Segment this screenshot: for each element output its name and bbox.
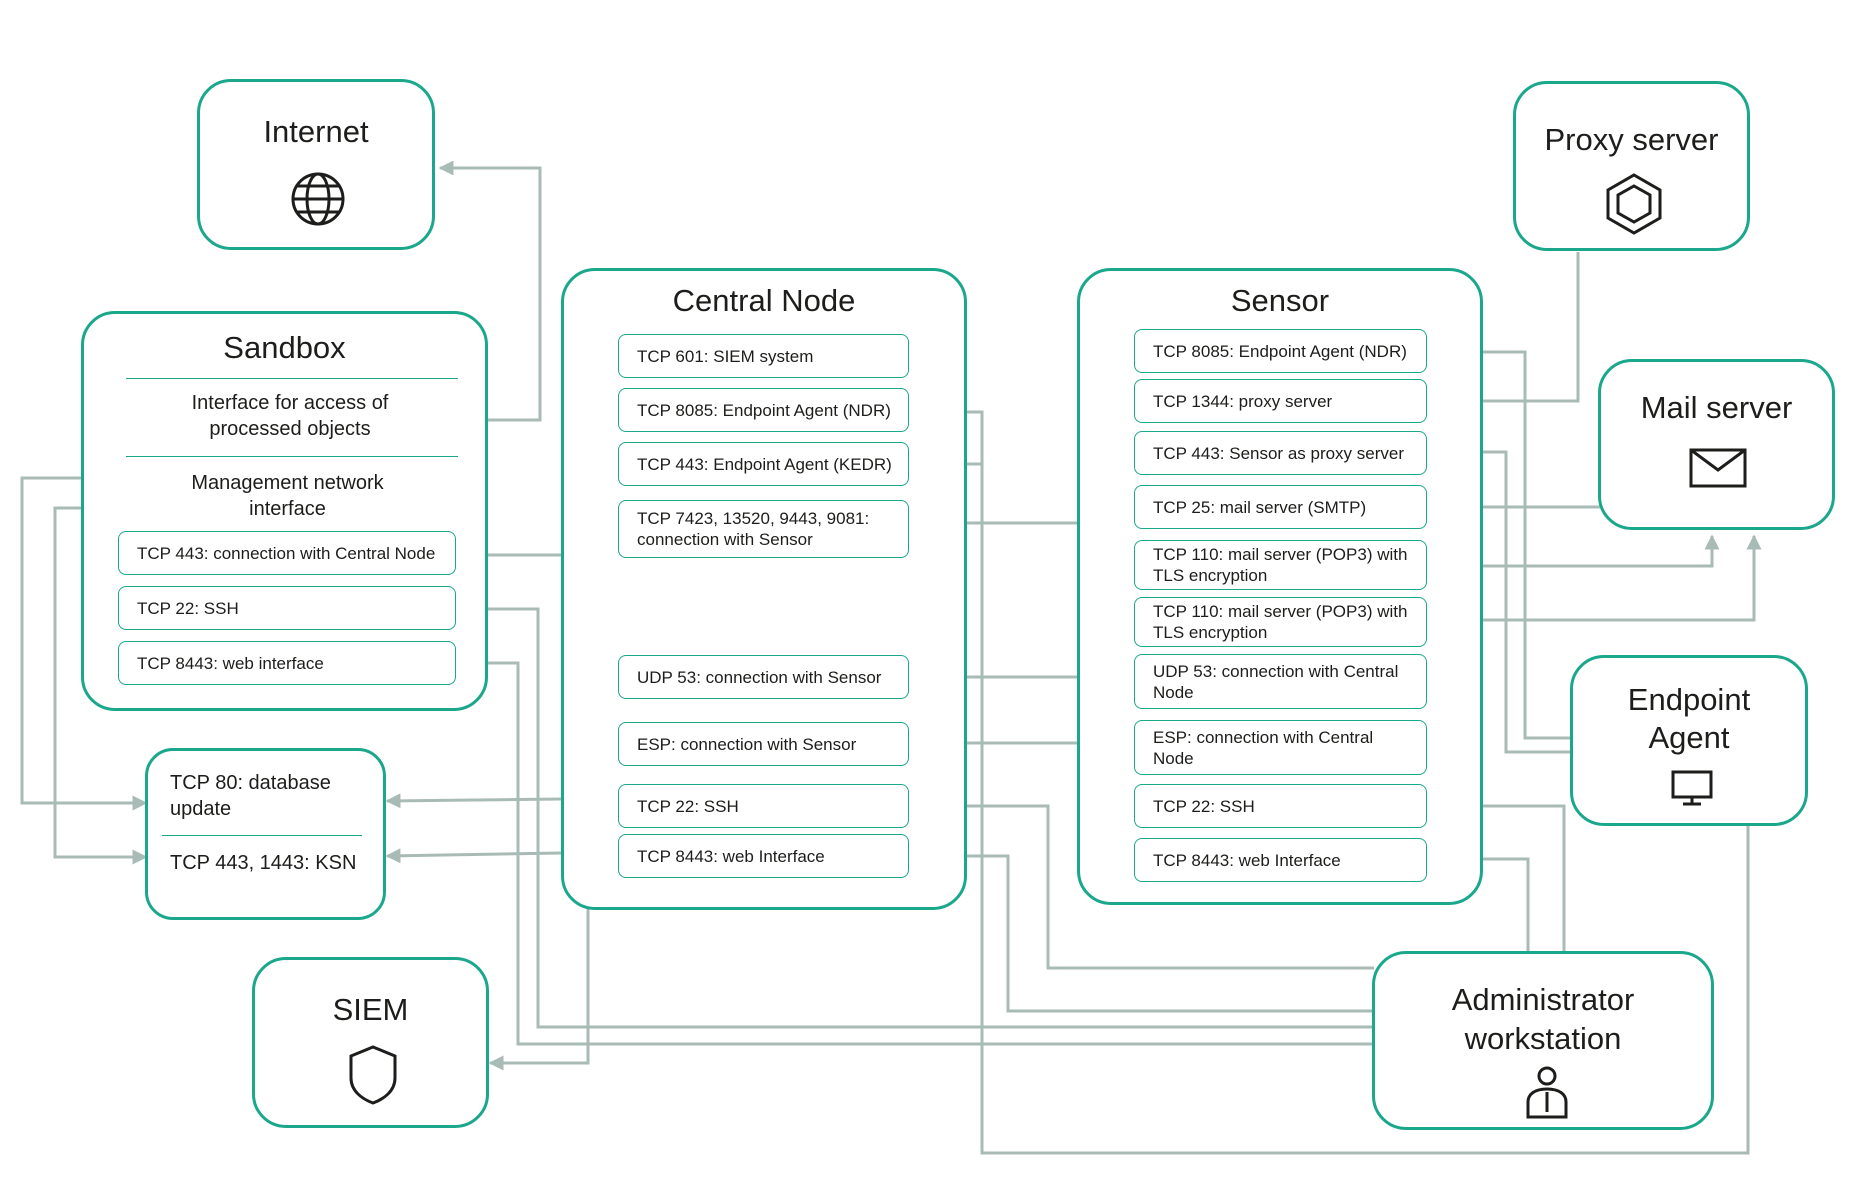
shield-icon: [349, 1045, 397, 1105]
sensor-port-1344: TCP 1344: proxy server: [1134, 379, 1427, 423]
sandbox-port-web: TCP 8443: web interface: [118, 641, 456, 685]
sensor-port-110a: TCP 110: mail server (POP3) with TLS enc…: [1134, 540, 1427, 590]
link-cn-ksn: [385, 848, 563, 864]
cn-port-esp: ESP: connection with Sensor: [618, 722, 909, 766]
sandbox-port-ssh: TCP 22: SSH: [118, 586, 456, 630]
link-cn-db-update: [385, 793, 563, 809]
endpoint-title-2: Agent: [1648, 720, 1730, 755]
admin-workstation-node: Administrator workstation: [1372, 951, 1714, 1130]
sandbox-management-interface: Management network interface: [191, 472, 384, 520]
sandbox-access-interface: Interface for access of processed object…: [191, 392, 389, 440]
sensor-port-110b: TCP 110: mail server (POP3) with TLS enc…: [1134, 597, 1427, 647]
mail-server-node: Mail server: [1598, 359, 1835, 530]
link-admin-cn-ssh: [910, 798, 1374, 970]
endpoint-title-1: Endpoint: [1627, 682, 1751, 717]
sandbox-separator-1: [126, 378, 458, 379]
sensor-title: Sensor: [1230, 283, 1330, 318]
sensor-port-web: TCP 8443: web Interface: [1134, 838, 1427, 882]
link-admin-sb-ssh: [456, 601, 1374, 1029]
sandbox-title: Sandbox: [223, 330, 346, 365]
cn-port-web: TCP 8443: web Interface: [618, 834, 909, 878]
link-mgmt-db-update: [20, 476, 148, 811]
sandbox-separator-2: [126, 456, 458, 457]
cn-port-7423: TCP 7423, 13520, 9443, 9081: connection …: [618, 500, 909, 558]
central-node-title: Central Node: [672, 283, 856, 318]
link-sensor-mail-pop3a: [1428, 534, 1720, 568]
sensor-port-udp53: UDP 53: connection with Central Node: [1134, 654, 1427, 709]
updates-node: [145, 748, 386, 920]
cn-port-443: TCP 443: Endpoint Agent (KEDR): [618, 442, 909, 486]
mail-title: Mail server: [1640, 390, 1793, 425]
db-update-label: TCP 80: database update: [170, 772, 331, 820]
user-icon: [1526, 1066, 1568, 1119]
internet-title: Internet: [263, 114, 369, 149]
siem-node: SIEM: [252, 957, 489, 1128]
envelope-icon: [1689, 448, 1747, 488]
admin-title-2: workstation: [1464, 1021, 1622, 1056]
ksn-label: TCP 443, 1443: KSN: [170, 852, 357, 874]
link-sensor-mail-pop3b: [1428, 534, 1762, 622]
siem-title: SIEM: [332, 992, 409, 1027]
link-admin-sb-web: [456, 655, 1374, 1046]
link-sandbox-internet: [438, 160, 542, 428]
sensor-port-esp: ESP: connection with Central Node: [1134, 720, 1427, 775]
updates-separator: [162, 835, 362, 836]
sensor-port-ssh: TCP 22: SSH: [1134, 784, 1427, 828]
sensor-port-8085: TCP 8085: Endpoint Agent (NDR): [1134, 329, 1427, 373]
sensor-port-25: TCP 25: mail server (SMTP): [1134, 485, 1427, 529]
sensor-port-443: TCP 443: Sensor as proxy server: [1134, 431, 1427, 475]
proxy-server-node: Proxy server: [1513, 81, 1750, 251]
internet-node: Internet: [197, 79, 435, 250]
cn-port-udp53: UDP 53: connection with Sensor: [618, 655, 909, 699]
sandbox-port-443: TCP 443: connection with Central Node: [118, 531, 456, 575]
hexagon-icon: [1606, 173, 1662, 235]
cn-port-8085: TCP 8085: Endpoint Agent (NDR): [618, 388, 909, 432]
globe-icon: [291, 172, 345, 226]
cn-port-ssh: TCP 22: SSH: [618, 784, 909, 828]
monitor-icon: [1671, 770, 1713, 806]
cn-port-601: TCP 601: SIEM system: [618, 334, 909, 378]
proxy-title: Proxy server: [1544, 122, 1719, 157]
admin-title-1: Administrator: [1451, 982, 1635, 1017]
endpoint-agent-node: Endpoint Agent: [1570, 655, 1808, 826]
